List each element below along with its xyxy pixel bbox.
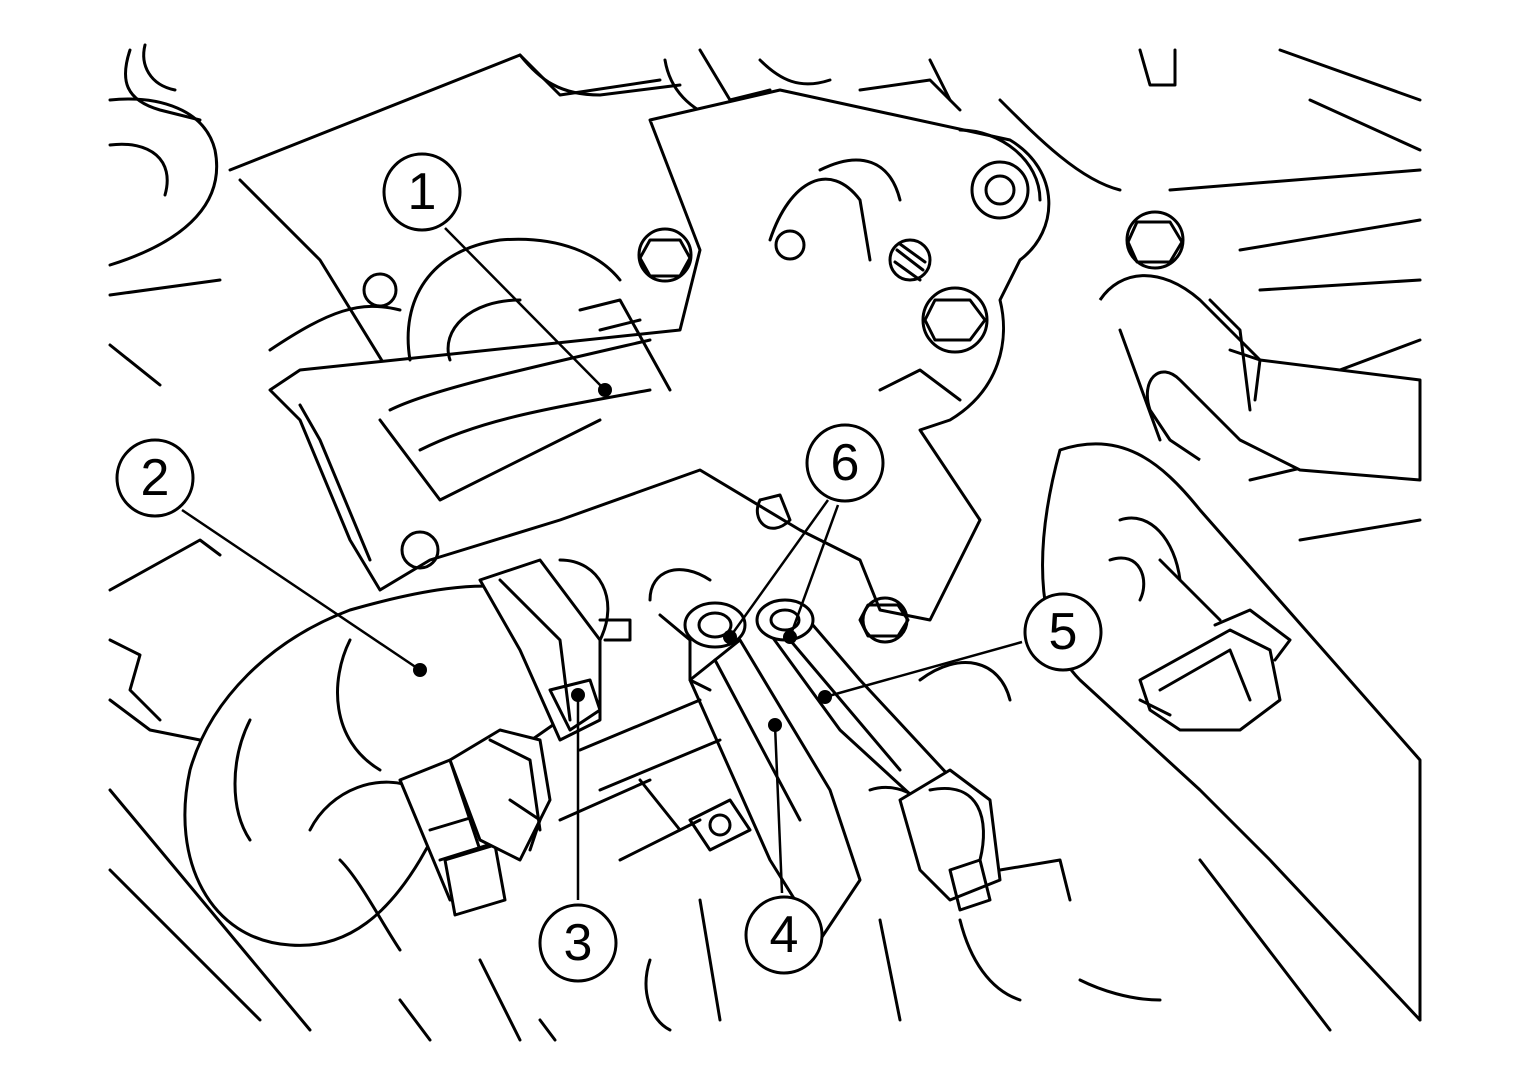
- callout-6: 6: [805, 423, 885, 503]
- callout-1: 1: [382, 152, 462, 232]
- callout-2: 2: [115, 438, 195, 518]
- leader-dots: [413, 383, 832, 732]
- connector-left: [448, 728, 552, 862]
- callout-3-label: 3: [564, 914, 593, 972]
- callout-5-label: 5: [1049, 603, 1078, 661]
- leader-6a: [728, 499, 830, 638]
- dot-5: [818, 690, 832, 704]
- dot-6a: [723, 630, 737, 644]
- dot-4: [768, 718, 782, 732]
- callout-6-label: 6: [831, 434, 860, 492]
- connector-right: [1138, 608, 1292, 732]
- callout-4-label: 4: [770, 906, 799, 964]
- leader-5: [824, 640, 1023, 699]
- hose-clamp: [478, 558, 632, 742]
- callout-4: 4: [744, 895, 824, 975]
- leader-2: [181, 508, 421, 672]
- callout-1-label: 1: [408, 163, 437, 221]
- leader-lines: [181, 227, 1023, 900]
- bolt-right: [1125, 210, 1185, 270]
- bolt-top: [637, 227, 693, 283]
- leader-4: [773, 724, 784, 894]
- leader-1: [444, 227, 606, 391]
- callout-5: 5: [1023, 592, 1103, 672]
- dot-1: [598, 383, 612, 397]
- callout-3: 3: [538, 903, 618, 983]
- dot-3: [571, 688, 585, 702]
- dot-6b: [783, 630, 797, 644]
- main-hose: [183, 558, 632, 1042]
- leader-6b: [788, 504, 840, 638]
- bolt-middle: [921, 286, 989, 354]
- right-side-components: [918, 274, 1422, 1022]
- heater-hoses: [538, 493, 1162, 1042]
- bolt-lower: [858, 596, 910, 644]
- dot-2: [413, 663, 427, 677]
- callout-2-label: 2: [141, 449, 170, 507]
